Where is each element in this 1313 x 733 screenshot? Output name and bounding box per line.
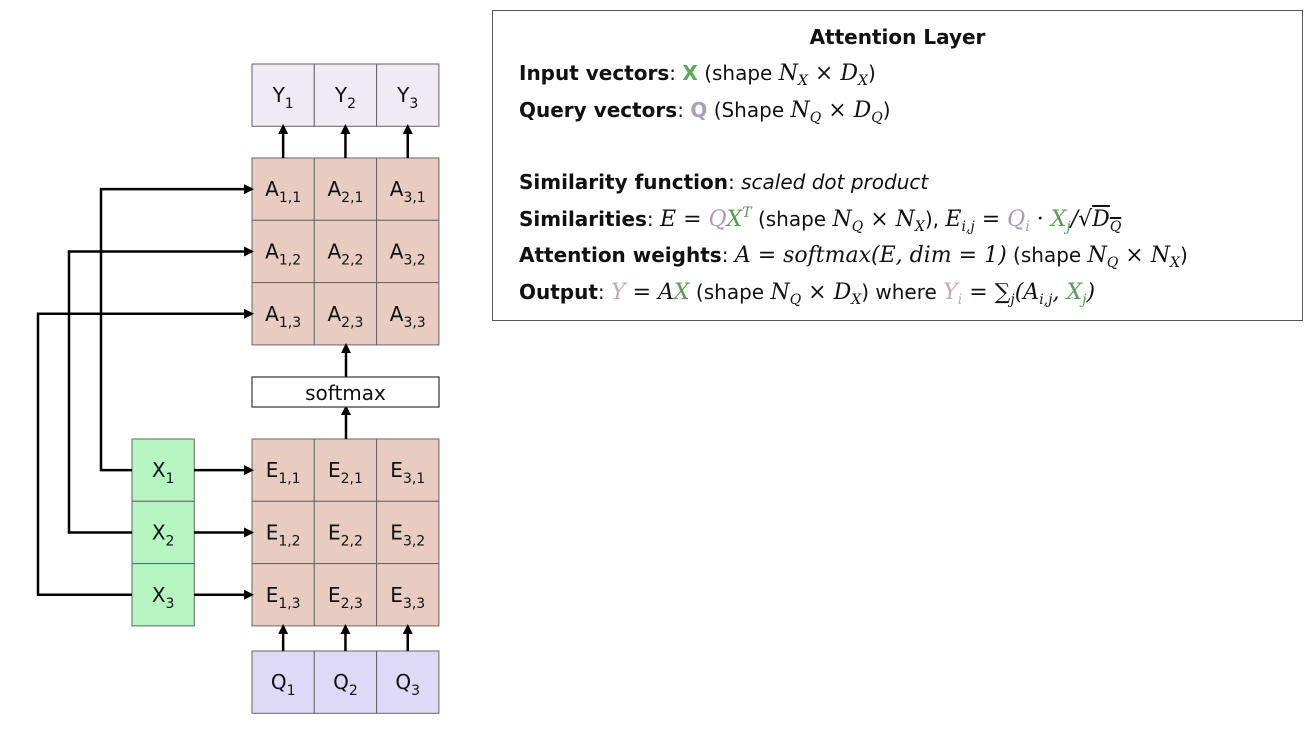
query-shape-suffix: ) — [882, 97, 891, 122]
input-shape-math: NX × DX — [778, 61, 868, 89]
similarities-formula: E = QXT — [660, 204, 752, 232]
attention-weights-formula: A = softmax(E, dim = 1) — [734, 243, 1007, 268]
similarity-cell-e2-3: E2,3 — [313, 563, 378, 627]
similarity-cell-e2-2: E2,2 — [313, 500, 378, 565]
similarity-cell-e3-3: E3,3 — [376, 563, 440, 627]
panel-title: Attention Layer — [809, 25, 986, 49]
query-symbol: Q — [690, 97, 708, 122]
input-vectors-label: Input vectors — [519, 61, 670, 85]
similarity-cell-e1-2: E1,2 — [251, 500, 315, 565]
attention-cell-a1-3: A1,3 — [251, 282, 315, 346]
attention-layer-panel: Attention Layer Input vectors: X (shape … — [492, 10, 1303, 321]
attention-cell-a2-1: A2,1 — [313, 157, 378, 221]
output-where: where — [875, 279, 937, 304]
similarity-cell-e2-1: E2,1 — [313, 438, 378, 502]
similarities-shape-prefix: (shape — [757, 206, 827, 231]
input-cell-x2: X2 — [131, 500, 195, 565]
input-shape-prefix: (shape — [704, 61, 773, 85]
similarity-function-value: scaled dot product — [741, 170, 929, 194]
attention-cell-a3-1: A3,1 — [376, 157, 440, 221]
query-shape-prefix: (Shape — [713, 97, 785, 122]
attention-cell-a2-2: A2,2 — [313, 219, 378, 284]
output-cell-y3: Y3 — [376, 63, 440, 127]
query-shape-math: NQ × DQ — [790, 97, 883, 126]
query-cell-q3: Q3 — [376, 650, 440, 714]
arrow-x3-to-a — [36, 308, 254, 596]
output-shape-math: NQ × DX — [770, 279, 862, 308]
input-cell-x3: X3 — [131, 563, 195, 627]
softmax-label: softmax — [305, 381, 386, 405]
output-element-formula: Yi = ∑j(Ai,j, Xj) — [943, 279, 1096, 308]
attention-weights-shape-math: NQ × NX — [1087, 243, 1180, 271]
similarity-cell-e3-2: E3,2 — [376, 500, 440, 565]
input-cell-x1: X1 — [131, 438, 195, 502]
similarity-element-formula: Ei,j = Qi · Xj/√DQ — [945, 206, 1122, 235]
attention-cell-a1-1: A1,1 — [251, 157, 315, 221]
arrow-x1-to-a — [99, 184, 254, 472]
input-symbol: X — [682, 61, 698, 85]
output-cell-y1: Y1 — [251, 63, 315, 127]
similarities-shape-math: NQ × NX — [832, 206, 925, 235]
similarity-function-label: Similarity function — [519, 170, 729, 194]
similarity-cell-e1-1: E1,1 — [251, 438, 315, 502]
output-formula: Y = AX — [611, 279, 690, 305]
query-vectors-row: Query vectors: Q (Shape NQ × DQ) — [519, 97, 891, 126]
attention-weights-row: Attention weights: A = softmax(E, dim = … — [519, 243, 1188, 271]
similarity-cell-e3-1: E3,1 — [376, 438, 440, 502]
output-shape-prefix: (shape — [695, 279, 765, 304]
attention-weights-shape-prefix: (shape — [1013, 243, 1082, 267]
query-cell-q2: Q2 — [313, 650, 378, 714]
similarity-cell-e1-3: E1,3 — [251, 563, 315, 627]
query-cell-q1: Q1 — [251, 650, 315, 714]
input-shape-suffix: ) — [867, 61, 876, 85]
attention-weights-label: Attention weights — [519, 243, 722, 267]
attention-cell-a2-3: A2,3 — [313, 282, 378, 346]
attention-cell-a1-2-label: A1,2 — [265, 239, 301, 268]
input-vectors-row: Input vectors: X (shape NX × DX) — [519, 61, 876, 89]
attention-cell-a3-3: A3,3 — [376, 282, 440, 346]
output-label: Output — [519, 279, 598, 304]
softmax-function-name: softmax — [783, 243, 872, 268]
output-cell-y2: Y2 — [313, 63, 378, 127]
similarities-label: Similarities — [519, 206, 647, 231]
output-row: Output: Y = AX (shape NQ × DX) where Yi … — [519, 279, 1096, 308]
similarities-row: Similarities: E = QXT (shape NQ × NX), E… — [519, 204, 1122, 235]
arrow-x2-to-a — [67, 246, 254, 534]
query-vectors-label: Query vectors — [519, 97, 678, 122]
softmax-box: softmax — [251, 376, 440, 408]
similarity-function-row: Similarity function: scaled dot product — [519, 170, 929, 194]
attention-cell-a1-2: A1,2 — [251, 219, 315, 284]
attention-cell-a3-2: A3,2 — [376, 219, 440, 284]
